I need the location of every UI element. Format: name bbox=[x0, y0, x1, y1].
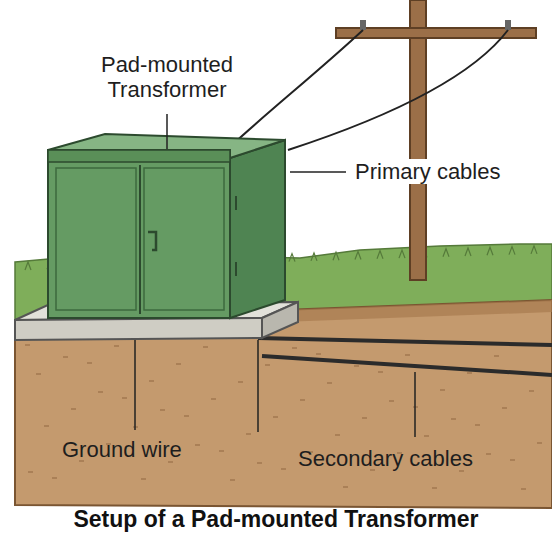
secondary-cable bbox=[258, 338, 552, 345]
soil bbox=[15, 300, 552, 508]
leader-line bbox=[290, 171, 346, 173]
primary-cable bbox=[288, 30, 508, 150]
concrete-pad-side bbox=[262, 302, 298, 338]
pole bbox=[410, 0, 426, 280]
leader-line bbox=[414, 372, 416, 437]
side-hinge bbox=[235, 196, 237, 210]
transformer-side bbox=[230, 140, 285, 318]
door bbox=[144, 168, 224, 310]
side-hinge bbox=[235, 262, 237, 276]
ground-wire bbox=[257, 340, 259, 432]
transformer-lid-band bbox=[48, 150, 230, 162]
soil-texture bbox=[25, 345, 542, 489]
concrete-pad-front bbox=[15, 318, 262, 340]
part-label: Pad-mounted Transformer bbox=[67, 52, 267, 103]
part-label: Primary cables bbox=[352, 159, 503, 184]
secondary-cable bbox=[262, 356, 552, 375]
part-label: Ground wire bbox=[62, 437, 182, 462]
diagram-title: Setup of a Pad-mounted Transformer bbox=[73, 506, 478, 533]
part-label: Secondary cables bbox=[298, 446, 473, 471]
leader-line bbox=[166, 114, 168, 149]
transformer-front bbox=[48, 150, 230, 318]
door bbox=[56, 168, 136, 310]
ground-wire bbox=[134, 340, 136, 430]
insulator bbox=[505, 20, 511, 30]
door-handle bbox=[148, 232, 156, 250]
primary-cable bbox=[232, 30, 363, 145]
door-seam bbox=[139, 165, 141, 314]
insulator bbox=[360, 20, 366, 30]
